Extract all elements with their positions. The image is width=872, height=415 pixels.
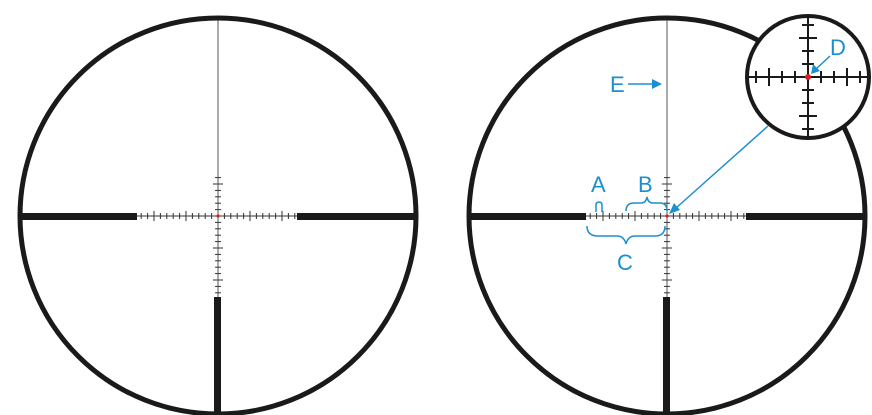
right-reticle bbox=[466, 15, 868, 415]
callout-b-brace bbox=[625, 196, 668, 212]
zoom-inset bbox=[745, 14, 871, 140]
callout-d-arrow-head bbox=[811, 64, 820, 74]
right-center-dot bbox=[665, 214, 669, 218]
callouts bbox=[586, 79, 769, 245]
callout-labels: E A B C D bbox=[591, 35, 846, 275]
zoom-leader-arrow-head bbox=[669, 203, 680, 214]
callout-d-arrow-line bbox=[814, 55, 831, 71]
right-thick-bar-right bbox=[746, 213, 864, 220]
label-e: E bbox=[610, 72, 625, 97]
right-thick-bar-left bbox=[470, 213, 586, 220]
left-thick-bar-right bbox=[297, 213, 415, 220]
label-a: A bbox=[591, 172, 606, 197]
left-center-dot bbox=[216, 214, 220, 218]
right-reticle-ring bbox=[466, 15, 868, 415]
callout-c-brace bbox=[586, 225, 666, 245]
left-tick-marks bbox=[140, 177, 296, 294]
zoom-inset-ring bbox=[745, 14, 871, 140]
zoom-tick-marks bbox=[755, 24, 861, 130]
left-reticle-ring bbox=[17, 15, 419, 415]
right-tick-marks bbox=[589, 177, 745, 294]
zoom-center-dot bbox=[805, 74, 811, 80]
label-b: B bbox=[638, 172, 653, 197]
left-reticle bbox=[17, 15, 419, 415]
label-d: D bbox=[830, 35, 846, 60]
right-thick-post-bottom bbox=[663, 297, 670, 413]
zoom-leader-line bbox=[675, 125, 769, 209]
left-thick-bar-left bbox=[21, 213, 137, 220]
callout-a-bracket bbox=[595, 201, 603, 212]
label-c: C bbox=[617, 250, 633, 275]
left-thick-post-bottom bbox=[214, 297, 221, 413]
callout-e-arrow-head bbox=[652, 79, 662, 89]
